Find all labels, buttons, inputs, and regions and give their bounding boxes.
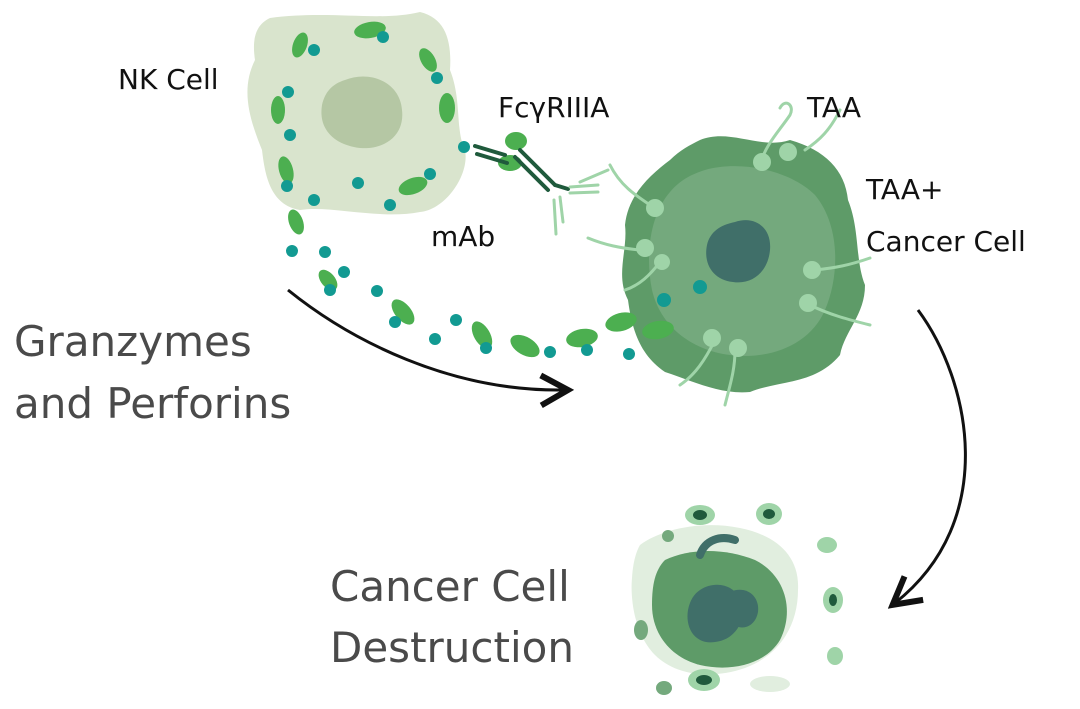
destruction-arrow	[895, 309, 967, 603]
antigen-label: TAA	[806, 91, 861, 124]
nk-cell-nucleus	[321, 76, 403, 149]
cancer-cell-label-line2: Cancer Cell	[866, 225, 1026, 258]
nk-cell	[247, 12, 470, 215]
cancer-cell	[586, 101, 872, 407]
taa-heads	[636, 143, 821, 357]
granzymes-label-line1: Granzymes	[14, 317, 252, 366]
granzyme-arrow	[287, 288, 565, 390]
destroyed-cancer-cell	[631, 503, 843, 695]
fc-receptor-antibody	[473, 132, 610, 236]
nk-granules	[271, 21, 470, 211]
fc-receptor-label: FcγRIIIA	[498, 91, 609, 124]
antibody	[473, 144, 570, 192]
antibody-arms	[552, 168, 610, 236]
cancer-cell-nucleus	[706, 220, 771, 283]
destruction-label-line1: Cancer Cell	[330, 562, 570, 611]
antibody-label: mAb	[431, 220, 495, 253]
cancer-cell-label-line1: TAA+	[865, 173, 943, 206]
granzymes-label-line2: and Perforins	[14, 379, 291, 428]
granule-stream	[286, 209, 674, 360]
nk-cell-label: NK Cell	[118, 63, 219, 96]
destruction-label-line2: Destruction	[330, 623, 574, 672]
